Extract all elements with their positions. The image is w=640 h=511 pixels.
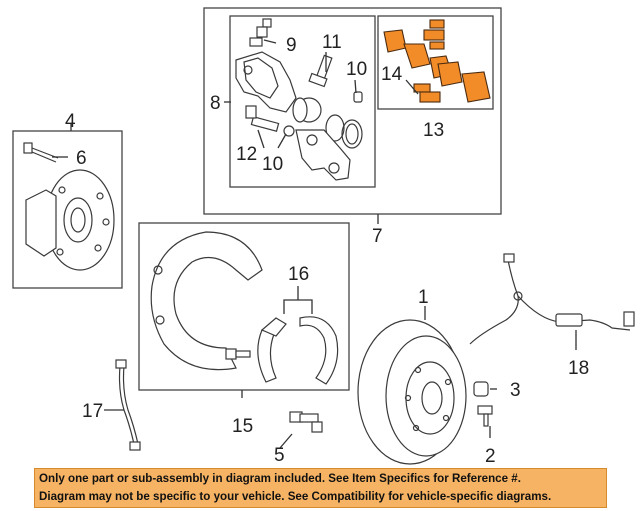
brake-pad-inner xyxy=(383,29,453,79)
guide-pin-boot-lower xyxy=(283,125,295,137)
callout-9: 9 xyxy=(286,35,297,56)
hub-bolt xyxy=(23,142,59,163)
backing-plate-box-15 xyxy=(138,222,350,391)
callout-18: 18 xyxy=(568,358,589,379)
rotor-retaining-screw xyxy=(477,405,493,427)
callout-2: 2 xyxy=(485,446,496,467)
callout-14: 14 xyxy=(381,64,403,85)
guide-pin-boot-upper xyxy=(353,91,363,103)
hub-bearing-assembly xyxy=(25,169,115,271)
callout-5: 5 xyxy=(274,445,285,466)
leader-lines xyxy=(52,39,577,449)
brake-pad-outer xyxy=(437,61,491,103)
caliper-housing xyxy=(235,51,297,113)
callout-15: 15 xyxy=(232,416,253,437)
callout-12: 12 xyxy=(236,144,257,165)
backing-plate-bolt xyxy=(225,348,251,360)
caliper-guide-pin-upper xyxy=(308,54,333,88)
parking-brake-shoes xyxy=(257,316,339,385)
brake-pad-hardware-clip-upper xyxy=(423,19,445,50)
caliper-bleeder-screw xyxy=(249,18,272,47)
brake-pad-hardware-clip-lower xyxy=(413,83,441,103)
callout-8: 8 xyxy=(210,93,221,114)
caliper-mounting-bracket xyxy=(295,129,351,181)
abs-wheel-speed-sensor xyxy=(469,253,635,345)
notice-banner: Only one part or sub-assembly in diagram… xyxy=(34,468,607,508)
callout-16: 16 xyxy=(288,264,309,285)
brake-rotor xyxy=(357,319,467,465)
notice-line-2: Diagram may not be specific to your vehi… xyxy=(39,490,552,503)
mounting-bolt xyxy=(289,411,323,433)
callout-13: 13 xyxy=(423,120,444,141)
hub-box-4 xyxy=(12,130,123,289)
brake-pad-kit-box-13 xyxy=(377,15,494,110)
caliper-guide-pin-lower xyxy=(245,105,280,132)
callout-6: 6 xyxy=(76,148,87,169)
piston-seal-rings xyxy=(325,114,363,149)
callout-3: 3 xyxy=(510,380,521,401)
caliper-piston xyxy=(292,97,322,123)
callout-1: 1 xyxy=(418,287,429,308)
callout-7: 7 xyxy=(372,226,383,247)
notice-line-1: Only one part or sub-assembly in diagram… xyxy=(39,472,521,485)
callout-4: 4 xyxy=(65,111,76,132)
hub-nut xyxy=(473,381,489,397)
callout-17: 17 xyxy=(82,401,103,422)
callout-10-lower: 10 xyxy=(262,154,283,175)
brake-hose xyxy=(115,359,141,451)
callout-11: 11 xyxy=(322,32,342,53)
callout-10-upper: 10 xyxy=(346,59,367,80)
brake-backing-plate xyxy=(150,231,263,371)
caliper-group-box-7 xyxy=(203,7,502,215)
